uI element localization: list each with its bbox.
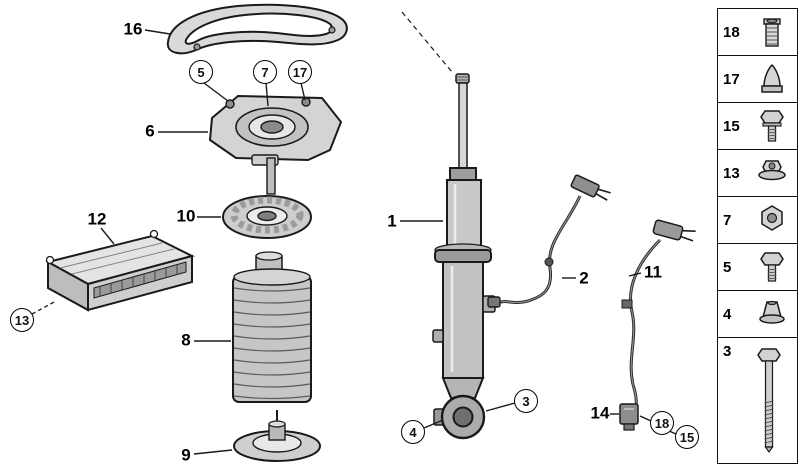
callout-circled-7[interactable]: 7 <box>253 60 277 84</box>
strut-mount-part6 <box>208 94 343 195</box>
callout-12[interactable]: 12 <box>87 209 107 229</box>
callout-circled-18[interactable]: 18 <box>650 411 674 435</box>
sensor-cable-part11 <box>621 219 696 419</box>
callout-2[interactable]: 2 <box>579 268 589 288</box>
leader-lines <box>31 11 677 455</box>
callout-circled-5[interactable]: 5 <box>189 60 213 84</box>
top-bracket-part16 <box>166 3 348 55</box>
legend-item-7[interactable]: 7 <box>718 197 797 244</box>
cone-nut-icon <box>761 63 783 93</box>
legend-item-label: 5 <box>723 258 732 276</box>
legend-item-13[interactable]: 13 <box>718 150 797 197</box>
legend-item-label: 7 <box>723 211 732 229</box>
callout-11[interactable]: 11 <box>644 262 662 282</box>
legend-item-5[interactable]: 5 <box>718 244 797 291</box>
spring-seat-part10 <box>222 195 312 239</box>
callout-circled-3[interactable]: 3 <box>514 389 538 413</box>
legend-item-3[interactable]: 3 <box>718 338 797 460</box>
fastener-legend: 18 17 15 13 <box>717 8 798 464</box>
control-module-part12 <box>45 229 195 312</box>
connector-bracket-part14 <box>619 403 639 431</box>
legend-item-label: 13 <box>723 164 740 182</box>
threaded-insert-icon <box>763 18 781 47</box>
cone-flange-nut-icon <box>759 300 785 324</box>
legend-item-18[interactable]: 18 <box>718 9 797 56</box>
sensor-cable-part2 <box>487 174 611 308</box>
legend-item-15[interactable]: 15 <box>718 103 797 150</box>
callout-circled-17[interactable]: 17 <box>288 60 312 84</box>
callout-10[interactable]: 10 <box>176 206 196 226</box>
legend-item-label: 18 <box>723 23 740 41</box>
legend-item-17[interactable]: 17 <box>718 56 797 103</box>
legend-item-4[interactable]: 4 <box>718 291 797 338</box>
callout-14[interactable]: 14 <box>590 403 610 423</box>
callout-16[interactable]: 16 <box>123 19 143 39</box>
long-bolt-icon <box>757 348 781 454</box>
shock-absorber-part1 <box>432 73 496 440</box>
legend-item-label: 4 <box>723 305 732 323</box>
callout-circled-4[interactable]: 4 <box>401 420 425 444</box>
dust-boot-part8 <box>232 251 312 403</box>
flange-bolt-icon <box>760 110 784 142</box>
flange-nut-icon <box>758 160 786 181</box>
hex-nut-icon <box>761 205 783 231</box>
callout-circled-15[interactable]: 15 <box>675 425 699 449</box>
legend-item-label: 17 <box>723 70 740 88</box>
callout-9[interactable]: 9 <box>181 445 191 465</box>
legend-item-label: 15 <box>723 117 740 135</box>
callout-1[interactable]: 1 <box>387 211 397 231</box>
callout-6[interactable]: 6 <box>145 121 155 141</box>
spring-pad-part9 <box>233 410 321 462</box>
callout-8[interactable]: 8 <box>181 330 191 350</box>
legend-item-label: 3 <box>723 343 732 360</box>
callout-circled-13[interactable]: 13 <box>10 308 34 332</box>
hex-bolt-icon <box>760 252 784 282</box>
